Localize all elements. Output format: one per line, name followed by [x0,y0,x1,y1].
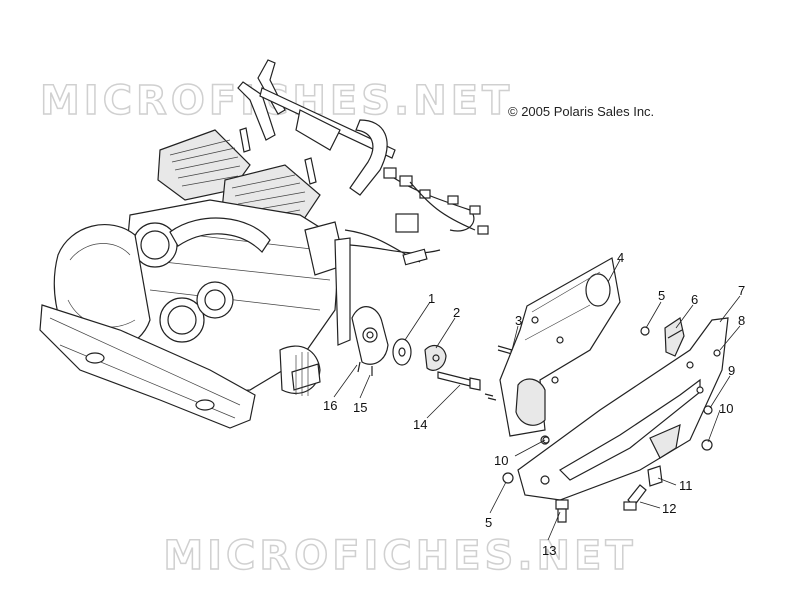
part-11-spacer [647,465,663,487]
part-12-bolt [623,484,647,511]
callout-9: 9 [728,363,735,378]
callout-12: 12 [662,501,676,516]
part-8-bolt [713,349,721,357]
part-4-plate [499,257,621,445]
callout-4: 4 [617,250,624,265]
callout-3: 3 [515,313,522,328]
callout-14: 14 [413,417,427,432]
callout-8: 8 [738,313,745,328]
callout-2: 2 [453,305,460,320]
part-13-bolt [555,499,569,523]
part-10-nut-right [701,439,713,451]
callout-11: 11 [679,478,693,493]
callout-16: 16 [323,398,337,413]
callout-7: 7 [738,283,745,298]
callout-5-bottom: 5 [485,515,492,530]
callout-10-left: 10 [494,453,508,468]
callout-1: 1 [428,291,435,306]
callout-15: 15 [353,400,367,415]
copyright-notice: © 2005 Polaris Sales Inc. [508,104,655,119]
leader-lines [333,259,741,541]
engine-assembly [39,59,489,429]
part-5-nut-bottom [502,472,514,484]
part-16-engine-mount [351,306,389,376]
callout-10-right: 10 [719,401,733,416]
part-14-bolt [437,371,497,401]
callout-5-top: 5 [658,288,665,303]
part-5-nut-top [640,326,650,336]
part-6-clip [664,317,685,357]
callout-13: 13 [542,543,556,558]
part-10-nut-left [542,436,550,444]
part-2-damper [424,344,447,371]
callout-labels: 1 2 3 4 5 6 7 8 9 10 11 12 13 14 15 16 1… [323,250,745,558]
callout-6: 6 [691,292,698,307]
part-1-washer [392,338,412,366]
